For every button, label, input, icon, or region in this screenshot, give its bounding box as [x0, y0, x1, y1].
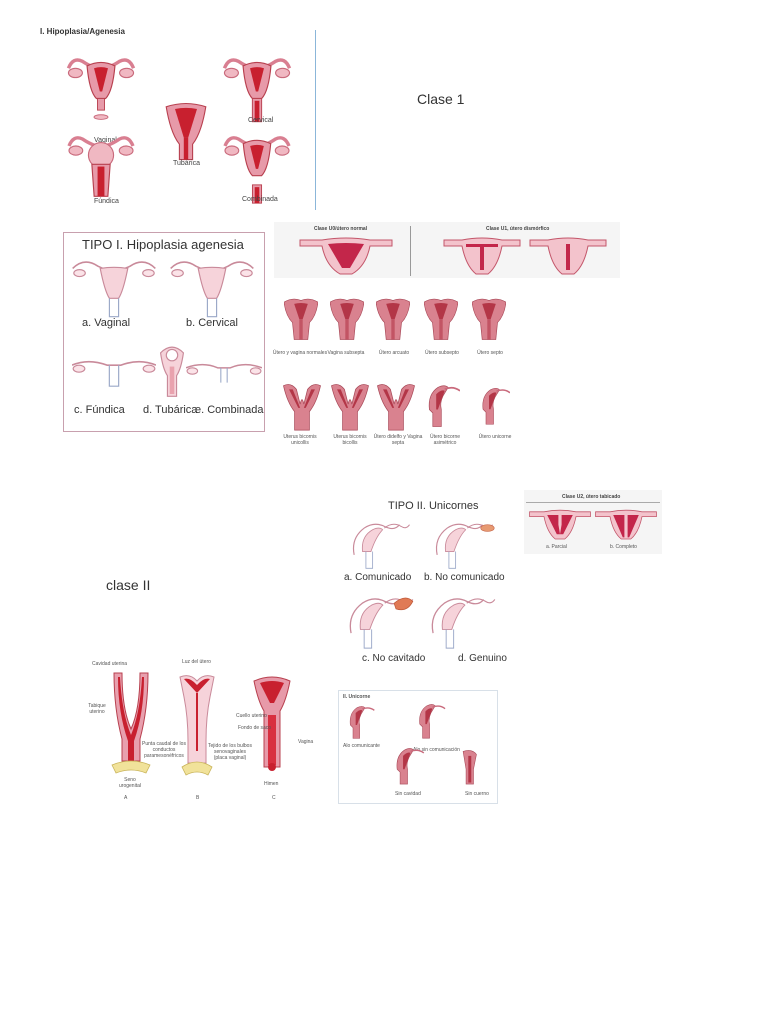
label-clase-1: Clase 1	[417, 91, 465, 107]
label-b-no-comunicado: b. No comunicado	[424, 572, 505, 583]
u2-parcial-illustration	[529, 509, 591, 540]
unicorn-genuino-illustration	[431, 598, 496, 649]
letter-b: B	[196, 795, 200, 801]
uterus-fundica-illustration	[67, 136, 135, 197]
row1-label-5: Útero septo	[477, 350, 503, 356]
label-cervical: Cervical	[248, 117, 274, 124]
mini-arcuato-icon	[376, 298, 410, 340]
label-fundica: Fúndica	[94, 198, 119, 205]
letter-c: C	[272, 795, 276, 801]
tipo-i-fundica-illustration	[72, 360, 156, 387]
embryo-a-illustration	[111, 672, 151, 774]
uterus-vaginal-illustration	[66, 58, 136, 120]
u0-normal-uterus-illustration	[299, 237, 393, 275]
unicorn-comunicado-illustration	[352, 523, 411, 569]
label-e-combinada: e. Combinada	[195, 404, 264, 416]
uterus-cervical-illustration	[222, 58, 292, 123]
label-vaginal: Vaginal	[94, 137, 117, 144]
label-luz-del-utero: Luz del útero	[182, 659, 211, 665]
label-tejido-bulbos: Tejido de los bulbos senovaginales (plac…	[208, 743, 252, 761]
row2-label-5: Útero unicorne	[478, 434, 512, 440]
mini-septo-icon	[472, 298, 506, 340]
tipo-i-combinada-illustration	[186, 363, 262, 383]
tipo-i-vaginal-illustration	[72, 261, 156, 318]
mini-bicornis-unicollis-icon	[283, 384, 321, 431]
panel-clase-u0-u1: Clase U0/útero normal Clase U1, útero di…	[274, 222, 620, 278]
row1-label-1: Útero y vagina normales	[272, 350, 328, 356]
tipo-i-cervical-illustration	[170, 261, 254, 318]
label-cavidad-uterina: Cavidad uterina	[92, 661, 128, 667]
panel-tipo-ii-unicornes: TIPO II. Unicornes a. Comunicado b. No c…	[338, 496, 516, 668]
panel8-title: II. Unicorne	[343, 694, 371, 700]
row2-label-1: Uterus bicornis unicollis	[283, 434, 317, 446]
panel2-title: TIPO I. Hipoplasia agenesia	[82, 237, 244, 252]
label-clase-2: clase II	[106, 577, 151, 593]
label-d-genuino: d. Genuino	[458, 653, 507, 664]
u1-infantile-illustration	[529, 237, 607, 275]
letter-a: A	[124, 795, 128, 801]
u2-label-parcial: a. Parcial	[546, 544, 567, 550]
embryo-c-illustration	[253, 676, 291, 771]
uterus-combinada-illustration	[223, 136, 291, 204]
mini-didelfo-icon	[377, 384, 415, 431]
mini-vagina-subsepta-icon	[330, 298, 364, 340]
vertical-divider	[315, 30, 316, 210]
label-combinada: Combinada	[242, 196, 278, 203]
u2-title: Clase U2, útero tabicado	[562, 494, 621, 500]
label-a-comunicado: a. Comunicado	[344, 572, 412, 583]
panel-hipoplasia-agenesia: I. Hipoplasia/Agenesia Vaginal Fúndica T…	[36, 22, 314, 212]
row1-label-3: Útero arcuato	[378, 350, 410, 356]
mini-bicorne-asimetrico-icon	[428, 384, 460, 428]
label-c-no-cavitado: c. No cavitado	[362, 653, 426, 664]
uterus-tubarica-illustration	[165, 102, 207, 161]
unicorne-alo-sin-comunicacion-icon	[418, 703, 446, 739]
label-a-vaginal: a. Vaginal	[82, 317, 131, 329]
mini-unicorne-icon	[482, 387, 510, 425]
label-cuello-uterino: Cuello uterino	[236, 713, 267, 719]
row1-label-4: Útero subsepto	[425, 350, 459, 356]
panel8-label-2: Alo sin comunicación	[413, 747, 460, 753]
unicorne-alo-comunicante-icon	[349, 705, 376, 739]
mini-normal-uterus-icon	[284, 298, 318, 340]
label-seno-urogenital: Seno urogenital	[119, 777, 141, 789]
embryo-b-illustration	[179, 675, 215, 776]
panel-unicorne-small: II. Unicorne Alo comunicante Alo sin com…	[338, 690, 498, 804]
panel8-label-4: Sin cuerno	[465, 791, 489, 797]
label-tubarica: Tubárica	[173, 160, 200, 167]
panel5-title: TIPO II. Unicornes	[388, 500, 479, 512]
unicorne-sin-cavidad-icon	[396, 747, 425, 785]
mini-bicornis-bicollis-icon	[331, 384, 369, 431]
u1-title: Clase U1, útero dismórfico	[486, 226, 550, 232]
panel-clase-u2: Clase U2, útero tabicado a. Parcial b. C…	[524, 490, 662, 554]
unicorn-no-cavitado-illustration	[349, 597, 414, 649]
panel8-label-3: Sin cavidad	[395, 791, 421, 797]
row2-label-2: Uterus bicornis bicollis	[333, 434, 367, 446]
panel8-label-1: Alo comunicante	[343, 743, 380, 749]
panel-uterine-anomalies-grid: Útero y vagina normales Vagina subsepta …	[272, 290, 522, 456]
u1-t-shaped-illustration	[443, 237, 521, 275]
tipo-i-tubarica-illustration	[159, 346, 185, 397]
unicorn-no-comunicado-illustration	[435, 523, 495, 569]
label-b-cervical: b. Cervical	[186, 317, 238, 329]
row1-label-2: Vagina subsepta	[327, 350, 365, 356]
label-tabique-uterino: Tabique uterino	[88, 703, 106, 715]
u2-title-rule	[526, 502, 660, 503]
unicorne-sin-cuerno-icon	[462, 750, 477, 785]
label-fondo-de-saco: Fondo de saco	[238, 725, 272, 731]
label-c-fundica: c. Fúndica	[74, 404, 125, 416]
u2-label-completo: b. Completo	[610, 544, 637, 550]
u0-u1-divider	[410, 226, 411, 276]
label-himen: Himen	[264, 781, 279, 787]
mini-subsepto-icon	[424, 298, 458, 340]
u0-title: Clase U0/útero normal	[314, 226, 368, 232]
panel1-title: I. Hipoplasia/Agenesia	[40, 27, 125, 36]
label-vagina: Vagina	[298, 739, 314, 745]
label-punta-caudal: Punta caudal de los conductos paramesoné…	[142, 741, 186, 759]
label-d-tubarica: d. Tubárica	[143, 404, 198, 416]
panel-tipo-i: TIPO I. Hipoplasia agenesia a. Vaginal b…	[63, 232, 265, 432]
u2-completo-illustration	[595, 509, 657, 540]
row2-label-3: Útero didelfo y Vagina septa	[373, 434, 423, 446]
panel-embriologia: Cavidad uterina Tabique uterino Seno uro…	[86, 655, 316, 805]
row2-label-4: Útero bicorne asimétrico	[429, 434, 460, 446]
